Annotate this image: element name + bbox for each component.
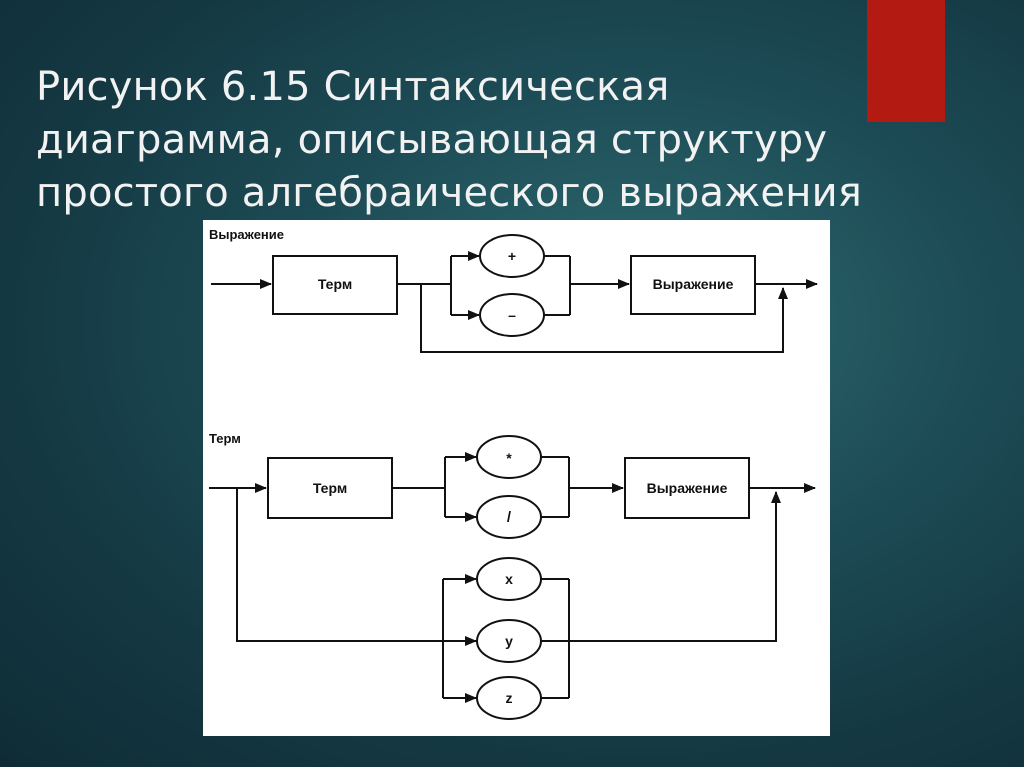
expr-result-box [630, 255, 756, 315]
term-z-label: z [506, 690, 513, 706]
slide-title-line-3: простого алгебраического выражения [36, 170, 863, 216]
syntax-diagram-figure: Выражение Терм + – Выражение [203, 220, 830, 736]
expr-bypass-loop [420, 284, 788, 353]
term-x-label: x [505, 571, 513, 587]
syntax-diagram-svg: Выражение Терм + – Выражение [209, 227, 818, 720]
term-diagram [209, 435, 816, 720]
accent-rectangle [867, 0, 945, 122]
expr-term-box [272, 255, 398, 315]
term-y-label: y [505, 633, 513, 649]
expr-plus-label: + [508, 248, 516, 264]
slide-title: Рисунок 6.15 Синтаксическая диаграмма, о… [36, 61, 936, 220]
expression-diagram [211, 234, 818, 353]
expr-heading: Выражение [209, 227, 284, 242]
expr-term-label: Терм [318, 276, 352, 292]
slide-title-line-1: Рисунок 6.15 Синтаксическая [36, 64, 670, 110]
slide-title-line-2: диаграмма, описывающая структуру [36, 117, 828, 163]
term-result-box [624, 457, 750, 519]
expr-minus-label: – [508, 307, 516, 323]
term-heading: Терм [209, 431, 241, 446]
term-term-box [267, 457, 393, 519]
expr-result-label: Выражение [653, 276, 734, 292]
term-term-label: Терм [313, 480, 347, 496]
term-div-label: / [507, 509, 512, 526]
term-y-node [476, 619, 542, 663]
term-result-label: Выражение [647, 480, 728, 496]
term-mul-label: * [506, 450, 512, 466]
